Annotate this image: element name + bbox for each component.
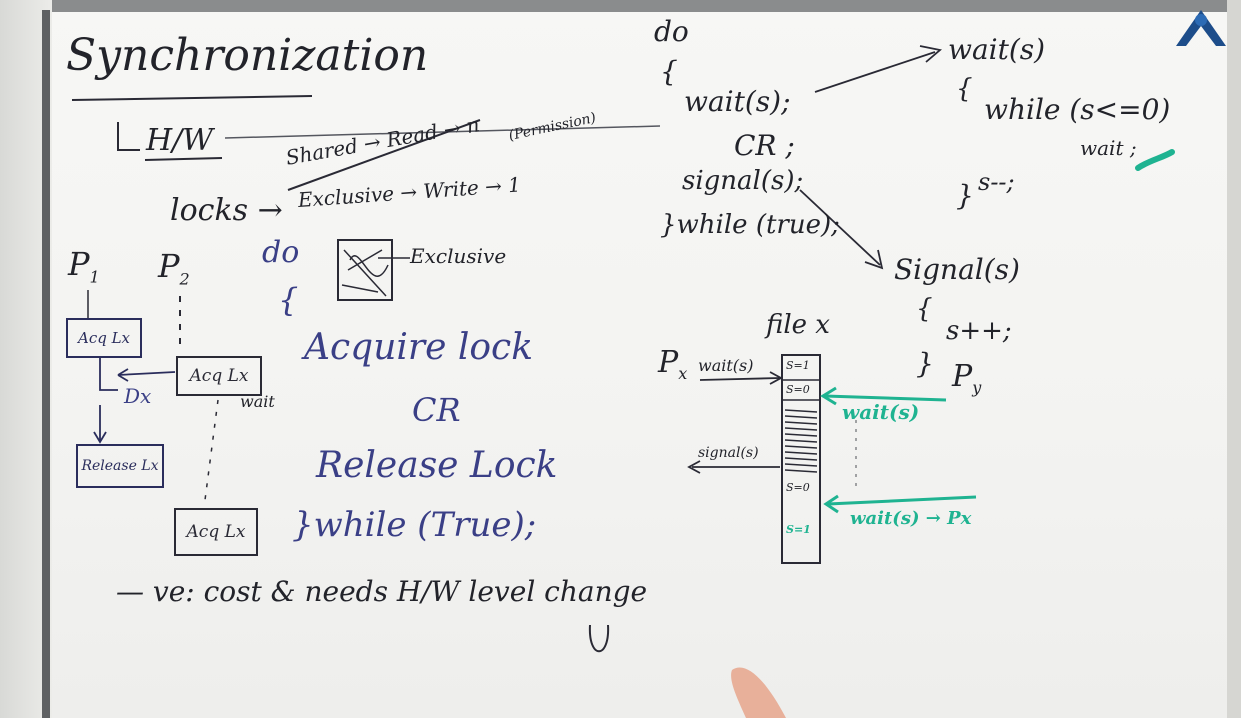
state-s0: S=0 (786, 383, 810, 396)
acquire-box-retry: Acq Lx (174, 508, 258, 556)
p2-label: P2 (158, 247, 190, 289)
do-right: do (654, 15, 689, 48)
signal-def-brace: { (916, 294, 933, 324)
cr-left: CR (412, 391, 461, 429)
px-wait: wait(s) (698, 356, 754, 375)
channel-logo (1176, 10, 1226, 46)
file-label: file x (766, 310, 830, 340)
signal-label: signal(s) (698, 445, 759, 461)
release-box: Release Lx (76, 444, 164, 488)
state-s-mid: S=0 (786, 481, 810, 494)
wait-def-brace: { (956, 74, 973, 104)
board-frame-top (0, 0, 1241, 12)
release-lock: Release Lock (316, 445, 558, 486)
close-brace-1: } (956, 179, 974, 212)
do-left: do (262, 235, 300, 270)
presenter-hand (731, 667, 786, 718)
exclusive-label: Exclusive (410, 244, 507, 268)
px-label: Px (658, 345, 688, 383)
acquire-box-p1: Acq Lx (66, 318, 142, 358)
wait-body: wait ; (1080, 136, 1137, 160)
signal-call: signal(s); (682, 166, 804, 196)
title: Synchronization (66, 30, 429, 81)
close-brace-2: } (916, 347, 934, 380)
board-frame-right (1227, 0, 1241, 718)
state-s-low: S=1 (786, 523, 811, 536)
wait-call: wait(s); (684, 85, 791, 118)
cr-right: CR ; (734, 129, 795, 162)
py-label: Py (952, 359, 982, 397)
board-frame-edge (42, 10, 50, 718)
signal-definition: Signal(s) (894, 253, 1020, 286)
decrement: s--; (978, 168, 1015, 196)
p1-label: P1 (68, 245, 100, 287)
while-right: }while (true); (660, 210, 840, 240)
acquire-lock: Acquire lock (304, 327, 534, 368)
brace-right: { (660, 55, 678, 88)
wait-definition: wait(s) (948, 33, 1046, 66)
while-condition: while (s<=0) (984, 93, 1171, 126)
wait-small: wait (240, 392, 275, 411)
increment: s++; (946, 316, 1012, 346)
state-s1: S=1 (786, 359, 810, 372)
wait-to-px: wait(s) → Px (850, 508, 972, 529)
while-left: }while (True); (292, 505, 537, 545)
py-wait: wait(s) (842, 400, 920, 424)
drawback-note: — ve: cost & needs H/W level change (116, 575, 648, 608)
brace-left: { (278, 281, 299, 319)
locks-label: locks → (170, 193, 283, 228)
acquire-box-p2: Acq Lx (176, 356, 262, 396)
dx-label: Dx (124, 384, 152, 408)
hw-label: H/W (146, 123, 214, 158)
